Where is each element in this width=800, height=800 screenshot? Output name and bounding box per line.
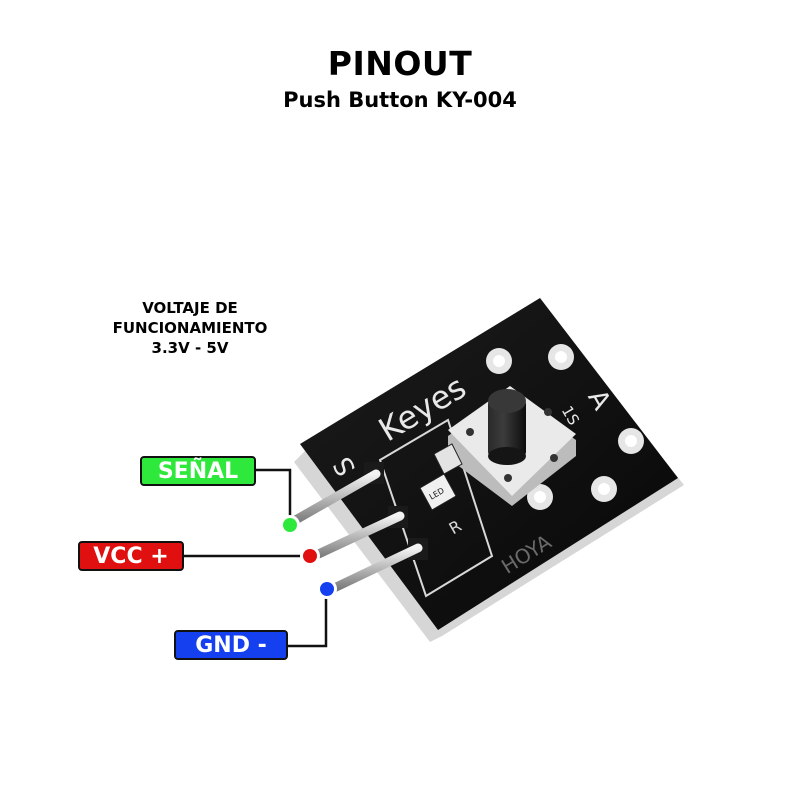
hole xyxy=(493,355,505,367)
vcc-pin-marker-dot xyxy=(303,549,317,563)
switch-dot xyxy=(550,454,558,462)
hole xyxy=(625,435,637,447)
gnd-pin-marker-dot xyxy=(320,582,334,596)
resistor-body xyxy=(433,443,463,475)
page-title: PINOUT xyxy=(327,44,473,83)
led-component: LED xyxy=(419,473,457,511)
header-pins xyxy=(287,462,428,594)
switch-cap-bottom xyxy=(488,447,526,465)
pin-label-gnd: GND - xyxy=(174,630,288,660)
voltage-line-2: FUNCIONAMIENTO xyxy=(112,319,268,337)
pin-gnd xyxy=(327,543,423,594)
signal-pin-marker-dot xyxy=(283,518,297,532)
switch-cap xyxy=(488,400,526,456)
led-body xyxy=(419,473,457,511)
pin-vcc xyxy=(307,511,405,562)
mounting-holes xyxy=(486,344,644,510)
hole xyxy=(598,483,610,495)
pin-signal xyxy=(287,469,381,527)
pin-label-vcc: VCC + xyxy=(78,541,184,571)
voltage-line-3: 3.3V - 5V xyxy=(151,339,229,357)
voltage-note: VOLTAJE DE FUNCIONAMIENTO 3.3V - 5V xyxy=(90,298,290,358)
pin-label-signal: SEÑAL xyxy=(140,456,256,486)
switch-dot xyxy=(504,474,512,482)
tactile-switch xyxy=(448,386,576,506)
hole xyxy=(555,351,567,363)
hole xyxy=(534,491,546,503)
voltage-line-1: VOLTAJE DE xyxy=(142,299,238,317)
switch-dot xyxy=(466,428,474,436)
switch-dot xyxy=(544,408,552,416)
gnd-leader-line xyxy=(288,590,328,648)
switch-cap-top xyxy=(488,389,526,413)
signal-leader-line xyxy=(256,468,292,524)
page-subtitle: Push Button KY-004 xyxy=(283,88,517,112)
